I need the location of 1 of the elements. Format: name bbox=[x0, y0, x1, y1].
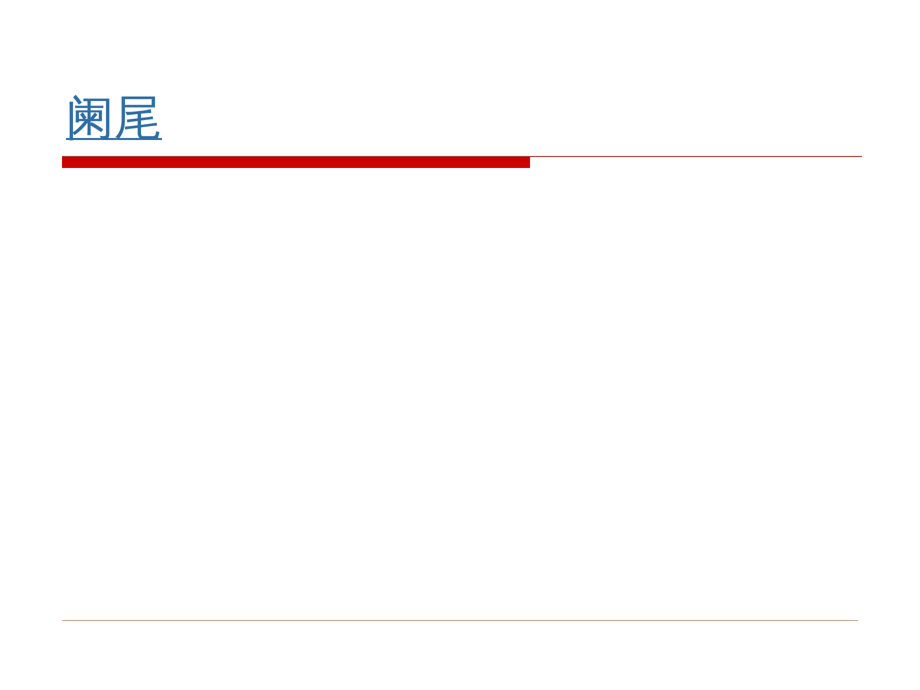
slide-title: 阑尾 bbox=[66, 89, 162, 148]
